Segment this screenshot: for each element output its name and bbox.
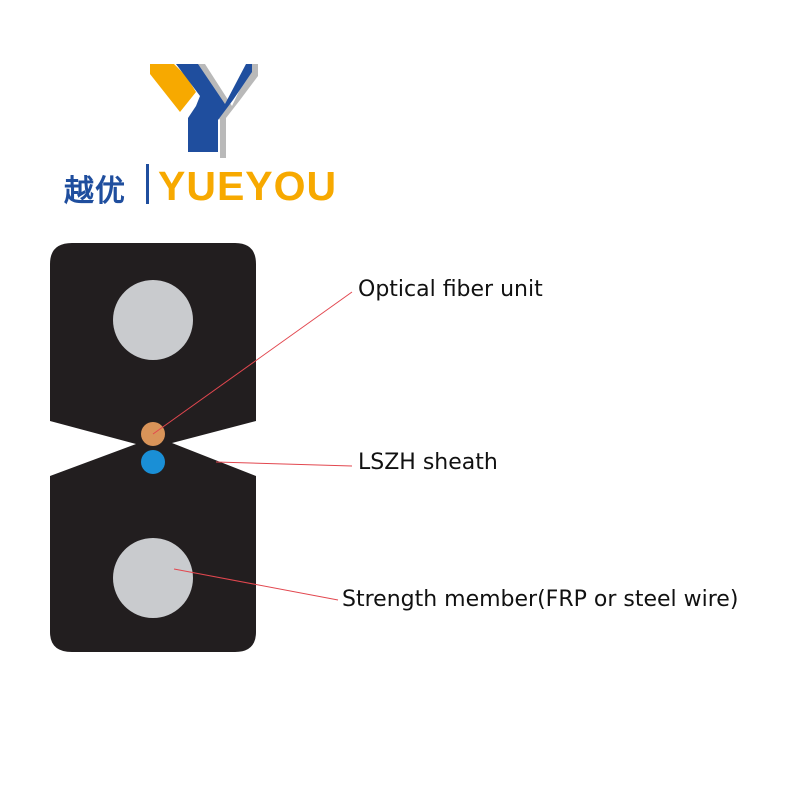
lszh-sheath-body — [50, 243, 256, 652]
leader-line-sheath — [215, 461, 353, 467]
leader-line-strength — [173, 568, 339, 601]
label-strength-member: Strength member(FRP or steel wire) — [342, 587, 739, 612]
optical-fiber-blue — [141, 450, 165, 474]
strength-member-top — [113, 280, 193, 360]
logo-chinese-text: 越优 — [64, 174, 126, 209]
strength-member-bottom — [113, 538, 193, 618]
yueyou-logo-mark — [150, 64, 258, 158]
leader-line-fiber — [152, 291, 353, 435]
label-optical-fiber-unit: Optical fiber unit — [358, 277, 543, 302]
logo-blue-y — [176, 64, 252, 152]
label-lszh-sheath: LSZH sheath — [358, 450, 498, 475]
logo-orange-arm — [150, 64, 196, 112]
logo-separator — [146, 164, 149, 204]
logo-english-text: YUEYOU — [158, 163, 338, 209]
